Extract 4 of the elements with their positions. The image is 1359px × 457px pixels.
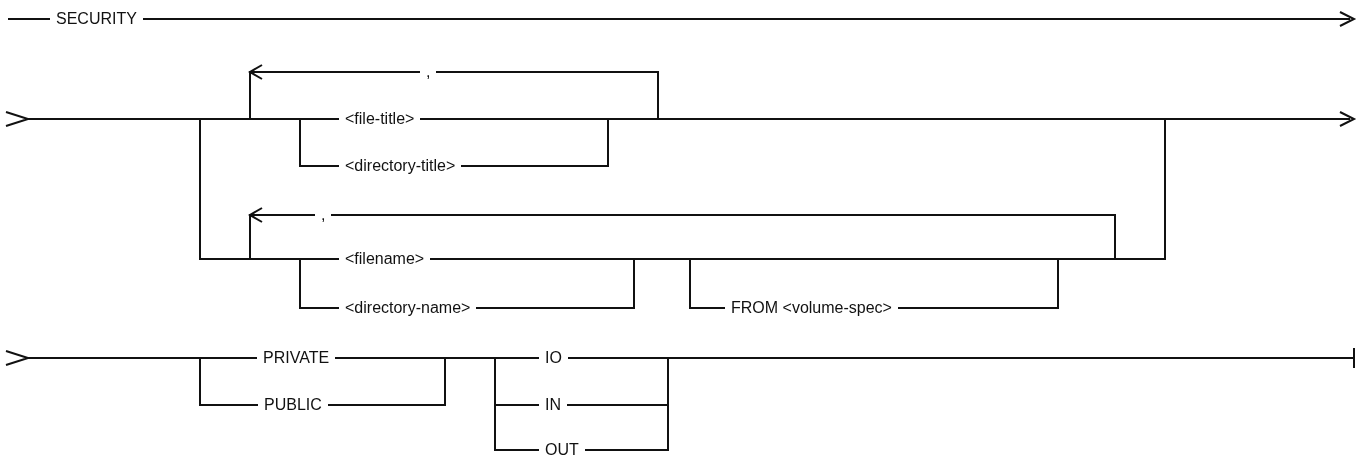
syntax-term: FROM <volume-spec>	[725, 298, 898, 318]
syntax-term: <directory-title>	[339, 156, 462, 176]
syntax-term: <directory-name>	[339, 298, 477, 318]
syntax-term: OUT	[539, 440, 585, 457]
